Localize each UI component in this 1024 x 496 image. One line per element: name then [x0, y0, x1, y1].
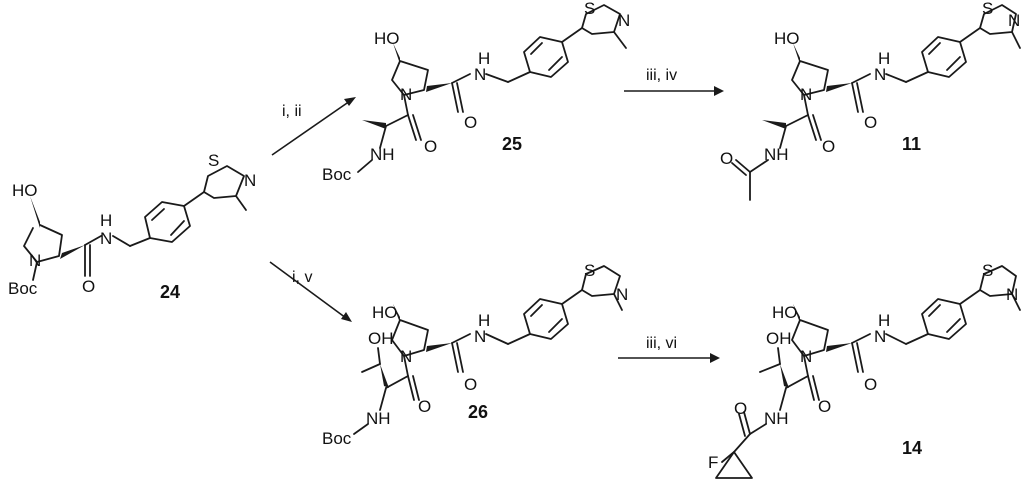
compound-25-thiazole-n: N	[618, 11, 630, 30]
compound-24-bonds	[23, 165, 247, 281]
compound-26-thiazole-s: S	[584, 261, 595, 280]
compound-24-amide-n: N	[100, 229, 112, 248]
compound-26-thiazole-n: N	[616, 285, 628, 304]
compound-11-ring-n: N	[800, 85, 812, 104]
compound-14-amide-n: N	[874, 327, 886, 346]
compound-25-amide-n: N	[474, 65, 486, 84]
compound-26-hydroxyl: HO	[372, 303, 398, 322]
compound-26-nh: NH	[366, 409, 391, 428]
compound-25-thiazole-s: S	[584, 0, 595, 18]
compound-25-hydroxyl: HO	[374, 29, 400, 48]
arrow-25-to-11: iii, iv	[624, 67, 724, 96]
compound-24-boc: Boc	[8, 279, 38, 298]
compound-24-amide-h: H	[100, 211, 112, 230]
compound-14-side-oh: OH	[766, 329, 792, 348]
compound-11-thiazole-n: N	[1008, 11, 1020, 30]
compound-25-carbonyl-o: O	[464, 113, 477, 132]
compound-24-carbonyl-o: O	[82, 277, 95, 296]
arrow-24-to-26-conditions: i, v	[292, 269, 312, 286]
compound-14: HO OH N O H N O NH O F S N 14	[708, 261, 1021, 479]
arrow-24-to-25-conditions: i, ii	[282, 103, 302, 120]
compound-25-carbonyl-o2: O	[424, 137, 437, 156]
compound-11-carbonyl-o2: O	[822, 137, 835, 156]
compound-25-boc: Boc	[322, 165, 352, 184]
compound-14-thiazole-n: N	[1006, 285, 1018, 304]
compound-14-ring-n: N	[800, 347, 812, 366]
compound-11-acetyl-o: O	[720, 149, 733, 168]
compound-25-ring-n: N	[400, 85, 412, 104]
arrow-24-to-25: i, ii	[271, 97, 356, 156]
compound-25-bonds	[357, 4, 627, 173]
compound-24-thiazole-s: S	[208, 151, 219, 170]
arrow-26-to-14: iii, vi	[618, 335, 720, 363]
compound-14-amide-h: H	[878, 311, 890, 330]
compound-14-nh: NH	[764, 409, 789, 428]
compound-26-side-oh: OH	[368, 329, 394, 348]
compound-26-amide-n: N	[474, 327, 486, 346]
compound-11-number: 11	[902, 134, 921, 154]
compound-24-hydroxyl: HO	[12, 181, 38, 200]
compound-14-carbonyl-o2: O	[818, 397, 831, 416]
compound-11-carbonyl-o: O	[864, 113, 877, 132]
compound-25: HO N O H N O NH Boc S N 25	[322, 0, 630, 184]
compound-26-number: 26	[468, 402, 488, 422]
compound-26: HO OH N O H N O NH Boc S N 26	[322, 261, 628, 448]
compound-26-carbonyl-o: O	[464, 375, 477, 394]
compound-24: HO N Boc O H N S N 24	[8, 151, 256, 302]
compound-11-amide-h: H	[878, 49, 890, 68]
compound-14-bonds	[715, 265, 1021, 479]
compound-14-acyl-o: O	[734, 399, 747, 418]
compound-14-thiazole-s: S	[982, 261, 993, 280]
compound-11-hydroxyl: HO	[774, 29, 800, 48]
compound-25-amide-h: H	[478, 49, 490, 68]
compound-24-number: 24	[160, 282, 180, 302]
compound-14-fluorine: F	[708, 453, 718, 472]
compound-24-ring-n: N	[29, 251, 41, 270]
arrow-24-to-26: i, v	[269, 261, 352, 322]
arrow-25-to-11-conditions: iii, iv	[646, 67, 677, 84]
compound-24-thiazole-n: N	[244, 171, 256, 190]
compound-11: HO N O H N O NH O S N 11	[720, 0, 1021, 201]
compound-25-number: 25	[502, 134, 522, 154]
compound-25-nh: NH	[370, 145, 395, 164]
compound-14-hydroxyl: HO	[772, 303, 798, 322]
arrow-26-to-14-conditions: iii, vi	[646, 335, 677, 352]
compound-26-carbonyl-o2: O	[418, 397, 431, 416]
compound-11-amide-n: N	[874, 65, 886, 84]
compound-26-amide-h: H	[478, 311, 490, 330]
compound-26-boc: Boc	[322, 429, 352, 448]
compound-11-bonds	[731, 4, 1021, 201]
compound-26-ring-n: N	[400, 347, 412, 366]
compound-26-bonds	[353, 265, 623, 435]
compound-14-carbonyl-o: O	[864, 375, 877, 394]
compound-11-thiazole-s: S	[982, 0, 993, 18]
compound-11-nh: NH	[764, 145, 789, 164]
compound-14-number: 14	[902, 438, 922, 458]
